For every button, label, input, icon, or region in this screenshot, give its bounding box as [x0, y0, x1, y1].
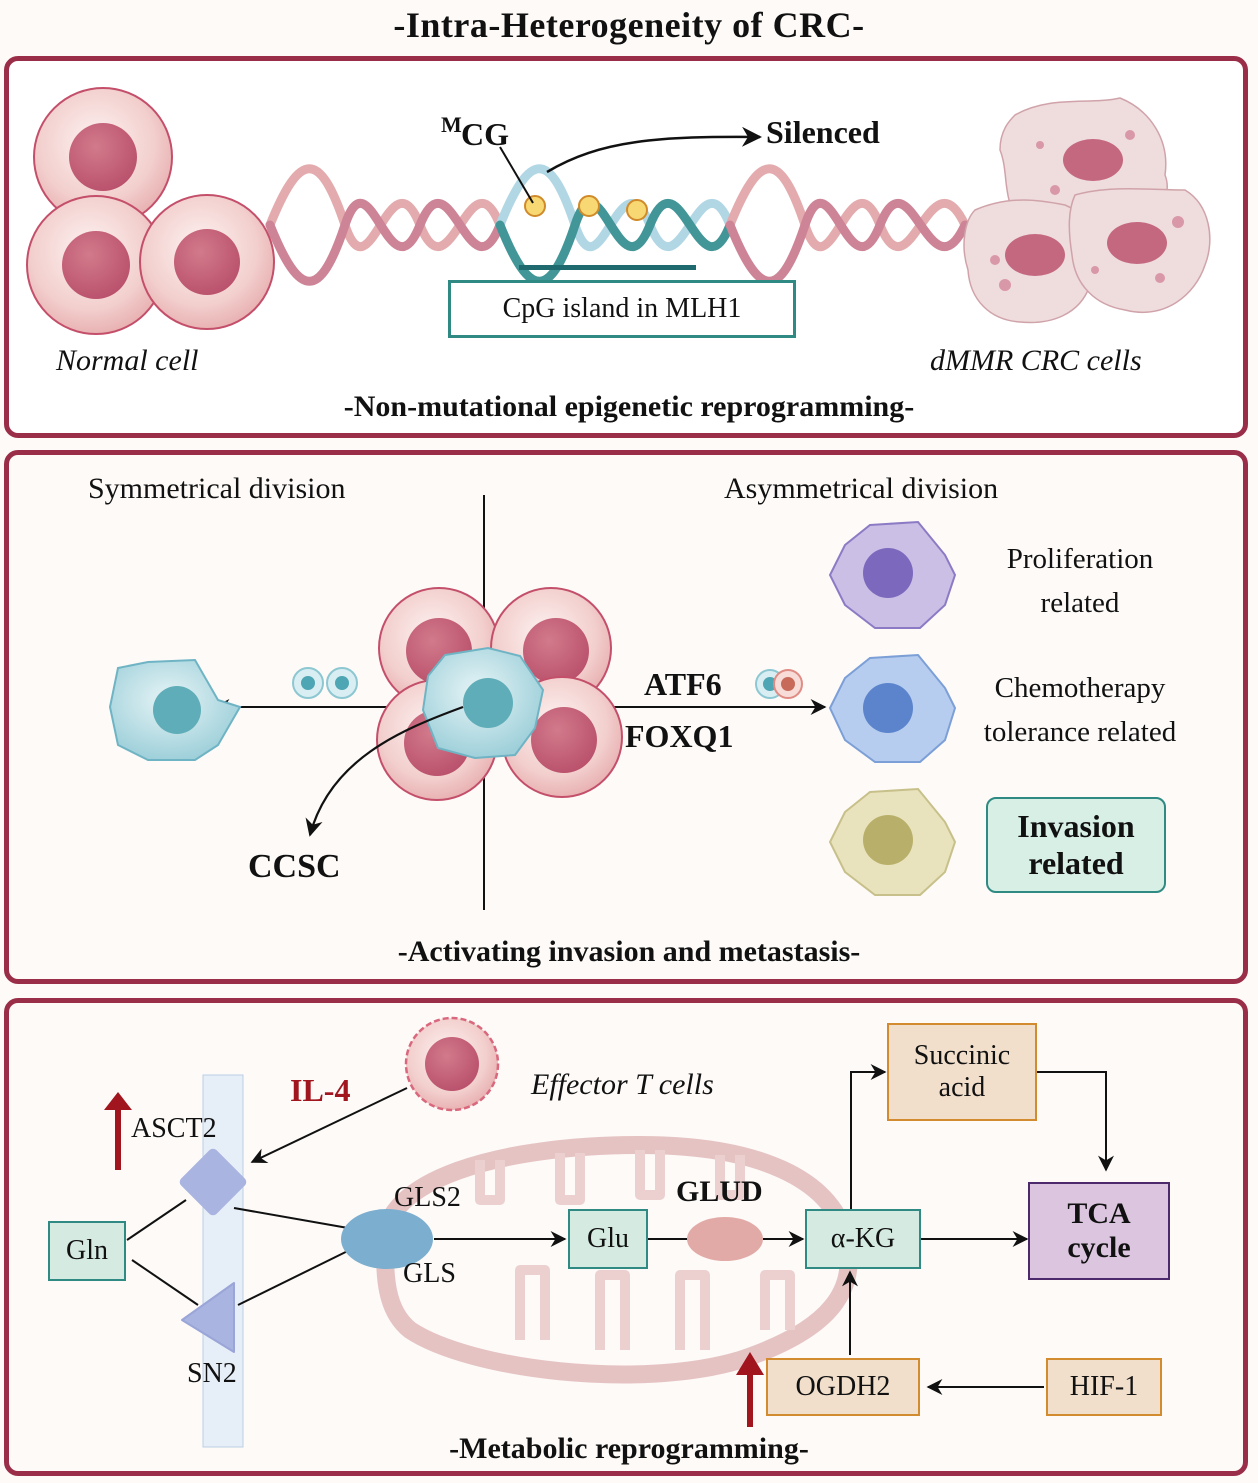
tca-line1: TCA [1067, 1196, 1131, 1230]
normal-cell-cluster-icon [26, 87, 275, 335]
metabolic-caption: -Metabolic reprogramming- [449, 1432, 809, 1465]
akg-box: α-KG [805, 1209, 921, 1269]
ccsc-label: CCSC [248, 848, 341, 885]
invasion-related-box: Invasion related [986, 797, 1166, 893]
ogdh2-label: OGDH2 [795, 1370, 891, 1402]
glud-enzyme-icon [687, 1217, 763, 1261]
succinic-tca-arrow [1035, 1071, 1114, 1172]
invasion-cell-icon [828, 787, 957, 896]
proliferation-label: Proliferation related [960, 537, 1200, 625]
proliferation-cell-icon [828, 520, 957, 629]
gln-sn2-line [131, 1259, 199, 1306]
chemotherapy-line1: Chemotherapy [994, 672, 1166, 704]
asymmetrical-division-label: Asymmetrical division [724, 472, 999, 505]
tca-line2: cycle [1067, 1231, 1131, 1264]
chemotherapy-label: Chemotherapy tolerance related [955, 666, 1205, 754]
mcg-pointer-line [499, 146, 534, 204]
invasion-line2: related [1028, 845, 1124, 881]
small-teal-cells-icon [292, 667, 358, 699]
atf6-small-cells-icon [755, 669, 803, 699]
hif1-box: HIF-1 [1046, 1358, 1162, 1416]
gls-label: GLS [403, 1258, 456, 1289]
il4-arrow [250, 1087, 408, 1164]
cpg-island-box: CpG island in MLH1 [448, 280, 796, 338]
effector-t-cells-label: Effector T cells [531, 1068, 714, 1101]
asct2-gls-line [233, 1207, 349, 1229]
il4-label: IL-4 [290, 1072, 351, 1108]
gln-asct2-line [126, 1199, 187, 1241]
hif1-label: HIF-1 [1069, 1370, 1139, 1402]
chemotherapy-line2: tolerance related [983, 716, 1177, 748]
normal-cell-label: Normal cell [56, 344, 199, 377]
glud-label: GLUD [676, 1175, 763, 1208]
glu-box: Glu [568, 1209, 648, 1269]
methylation-dots-icon [524, 195, 648, 221]
gln-label: Gln [66, 1234, 108, 1266]
mcg-superscript: M [441, 112, 462, 137]
glu-label: Glu [587, 1222, 629, 1254]
cpg-island-label: CpG island in MLH1 [502, 292, 742, 324]
figure-title: -Intra-Heterogeneity of CRC- [393, 5, 865, 45]
up-arrow-asct2-icon [104, 1092, 132, 1170]
chemotherapy-cell-icon [828, 653, 957, 763]
up-arrow-ogdh2-icon [736, 1352, 764, 1427]
gls2-label: GLS2 [394, 1182, 461, 1213]
gls-enzyme-icon [341, 1209, 433, 1269]
sn2-transporter-icon [181, 1282, 235, 1353]
succinic-line2: acid [938, 1072, 986, 1103]
silenced-label: Silenced [766, 114, 880, 150]
foxq1-label: FOXQ1 [625, 718, 734, 754]
cell-cluster-icon [376, 587, 623, 801]
symmetrical-division-label: Symmetrical division [88, 472, 346, 505]
atf6-label: ATF6 [644, 666, 722, 702]
sn2-label: SN2 [187, 1358, 237, 1389]
invasion-caption: -Activating invasion and metastasis- [397, 935, 861, 968]
cell-membrane-band [202, 1074, 244, 1448]
ogdh2-box: OGDH2 [766, 1358, 920, 1416]
dmmr-crc-cells-icon [963, 97, 1211, 324]
teal-stem-cell-icon [108, 658, 242, 761]
gln-box: Gln [48, 1221, 126, 1281]
succinic-acid-box: Succinic acid [887, 1023, 1037, 1121]
panel-metabolic-reprogramming [4, 998, 1248, 1476]
proliferation-line1: Proliferation [1006, 543, 1154, 575]
tca-cycle-box: TCA cycle [1028, 1182, 1170, 1280]
invasion-line1: Invasion [1017, 808, 1135, 845]
asct2-label: ASCT2 [131, 1113, 217, 1144]
succinic-line1: Succinic [913, 1039, 1011, 1071]
panel-invasion-metastasis [4, 450, 1248, 984]
sn2-gls-arrow [237, 1241, 368, 1306]
akg-label: α-KG [830, 1222, 896, 1254]
dmmr-cells-label: dMMR CRC cells [930, 344, 1142, 377]
asct2-transporter-icon [179, 1148, 247, 1216]
ccsc-arrow [305, 705, 464, 837]
akg-succinic-arrow [850, 1064, 887, 1210]
mcg-label: CG [461, 116, 509, 152]
silenced-arrow [546, 126, 762, 174]
epigenetic-caption: -Non-mutational epigenetic reprogramming… [343, 390, 915, 423]
proliferation-line2: related [1040, 587, 1120, 619]
dna-helix-icon [265, 164, 970, 286]
effector-t-cell-icon [404, 1016, 500, 1112]
cpg-island-bar [519, 265, 696, 270]
